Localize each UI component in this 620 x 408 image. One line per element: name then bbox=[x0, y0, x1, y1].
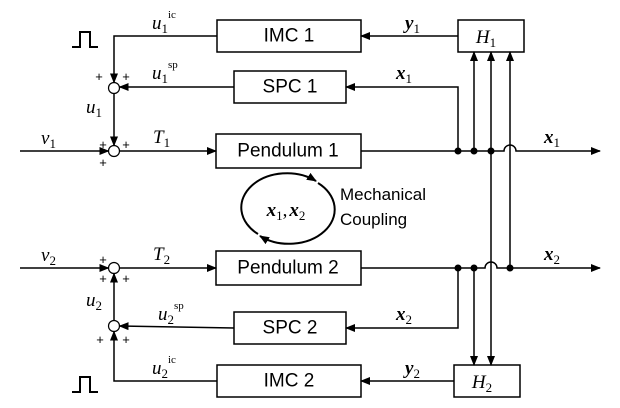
sum-junction-1-main bbox=[107, 144, 121, 158]
coupling-label-line2: Coupling bbox=[340, 210, 407, 229]
wire-u1-ic bbox=[110, 35, 217, 84]
coupling-label-line1: Mechanical bbox=[340, 185, 426, 204]
sign-plus: + bbox=[95, 69, 103, 84]
spc1-label: SPC 1 bbox=[263, 77, 318, 98]
wire-x1-feedback bbox=[345, 83, 459, 151]
wire-x1-output bbox=[361, 144, 601, 155]
imc1-block: IMC 1 bbox=[216, 19, 362, 53]
label-T1: T1 bbox=[153, 127, 170, 150]
junction-dot bbox=[470, 264, 478, 272]
pendulum1-block: Pendulum 1 bbox=[215, 133, 362, 169]
spc2-label: SPC 2 bbox=[263, 318, 318, 339]
pulse-icon bbox=[72, 31, 98, 48]
coupling-states: x1,x2 bbox=[266, 200, 306, 223]
label-u2-ic: u2ic bbox=[152, 354, 176, 381]
label-v2: v2 bbox=[41, 245, 56, 268]
label-x2-output: x2 bbox=[543, 244, 560, 267]
sum-junction-2-lower bbox=[107, 319, 121, 333]
sum-signs: + + + + + + + + + + bbox=[95, 69, 130, 347]
wire-u2-sp bbox=[118, 322, 235, 331]
label-u2-sp: u2sp bbox=[158, 300, 184, 327]
wire-u2-ic bbox=[110, 330, 217, 382]
sum-junction-2-main bbox=[107, 261, 121, 275]
label-x2-feedback: x2 bbox=[395, 304, 412, 327]
h2-block: H2 bbox=[453, 364, 521, 398]
sign-plus: + bbox=[122, 137, 130, 152]
junction-dot bbox=[506, 264, 514, 272]
junction-dot bbox=[487, 147, 495, 155]
label-x1-feedback: x1 bbox=[395, 63, 412, 86]
pulse-icon bbox=[72, 376, 98, 393]
sign-plus: + bbox=[96, 332, 104, 347]
label-u2: u2 bbox=[86, 290, 102, 313]
spc2-block: SPC 2 bbox=[233, 311, 347, 345]
label-x1-output: x1 bbox=[543, 127, 560, 150]
sign-plus: + bbox=[99, 137, 107, 152]
junction-dot bbox=[454, 264, 462, 272]
sum-junction-1-upper bbox=[107, 81, 121, 95]
label-u1: u1 bbox=[86, 97, 102, 120]
label-y1: y1 bbox=[403, 13, 420, 36]
junction-dot bbox=[454, 147, 462, 155]
imc1-label: IMC 1 bbox=[264, 26, 315, 47]
pendulum2-block: Pendulum 2 bbox=[215, 250, 362, 286]
pendulum1-label: Pendulum 1 bbox=[237, 141, 338, 162]
spc1-block: SPC 1 bbox=[233, 70, 347, 104]
label-v1: v1 bbox=[41, 128, 56, 151]
coupling-arc-arrow bbox=[240, 172, 317, 235]
sign-plus: + bbox=[99, 271, 107, 286]
wire-x2-output bbox=[361, 261, 601, 272]
sign-plus: + bbox=[122, 332, 130, 347]
wire-x2-feedback bbox=[345, 268, 459, 332]
junction-dot bbox=[470, 147, 478, 155]
label-T2: T2 bbox=[153, 244, 170, 267]
label-y2: y2 bbox=[403, 358, 420, 381]
sign-plus: + bbox=[99, 252, 107, 267]
label-u1-sp: u1sp bbox=[152, 59, 178, 86]
h1-block: H1 bbox=[457, 19, 525, 53]
h1-label: H1 bbox=[475, 27, 496, 50]
pendulum2-label: Pendulum 2 bbox=[237, 258, 338, 279]
imc2-label: IMC 2 bbox=[264, 371, 315, 392]
imc2-block: IMC 2 bbox=[216, 364, 362, 398]
sign-plus: + bbox=[122, 69, 130, 84]
sign-plus: + bbox=[122, 271, 130, 286]
h2-label: H2 bbox=[471, 372, 492, 395]
coupling-arc-arrow bbox=[259, 182, 336, 245]
mechanical-coupling: x1,x2 Mechanical Coupling bbox=[240, 172, 426, 245]
label-u1-ic: u1ic bbox=[152, 9, 176, 36]
sign-plus: + bbox=[99, 155, 107, 170]
